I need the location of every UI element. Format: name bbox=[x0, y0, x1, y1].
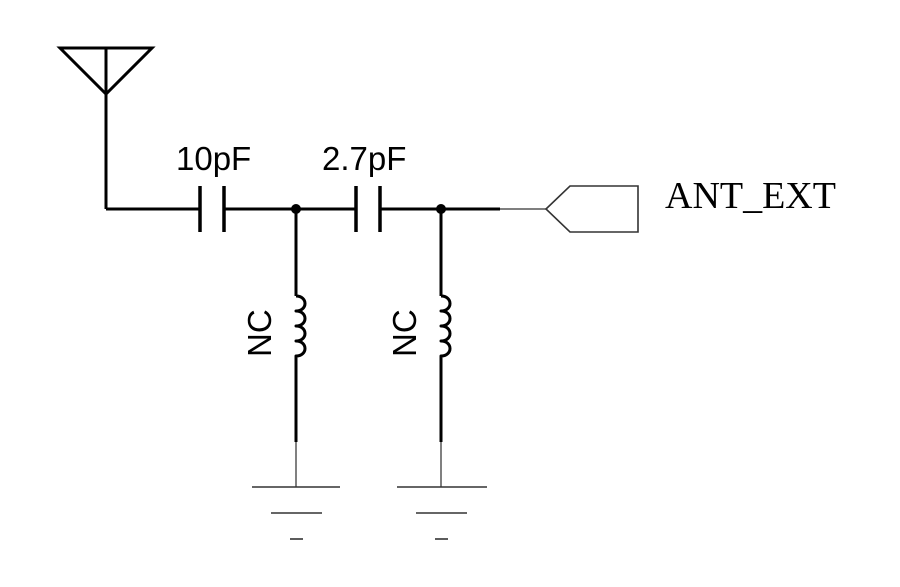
inductor-l1-value: NC bbox=[241, 309, 278, 357]
port-connector-icon bbox=[544, 185, 639, 233]
shunt-inductor-l2: NC bbox=[386, 209, 452, 487]
ground-icon bbox=[252, 486, 340, 540]
capacitor-c1: 10pF bbox=[176, 140, 251, 232]
capacitor-c2: 2.7pF bbox=[322, 140, 406, 232]
ground-icon bbox=[397, 486, 487, 540]
capacitor-c1-value: 10pF bbox=[176, 140, 251, 177]
antenna-icon bbox=[56, 46, 156, 209]
capacitor-c2-value: 2.7pF bbox=[322, 140, 406, 177]
port-label: ANT_EXT bbox=[665, 175, 836, 217]
shunt-inductor-l1: NC bbox=[241, 209, 307, 487]
inductor-l2-value: NC bbox=[386, 309, 423, 357]
